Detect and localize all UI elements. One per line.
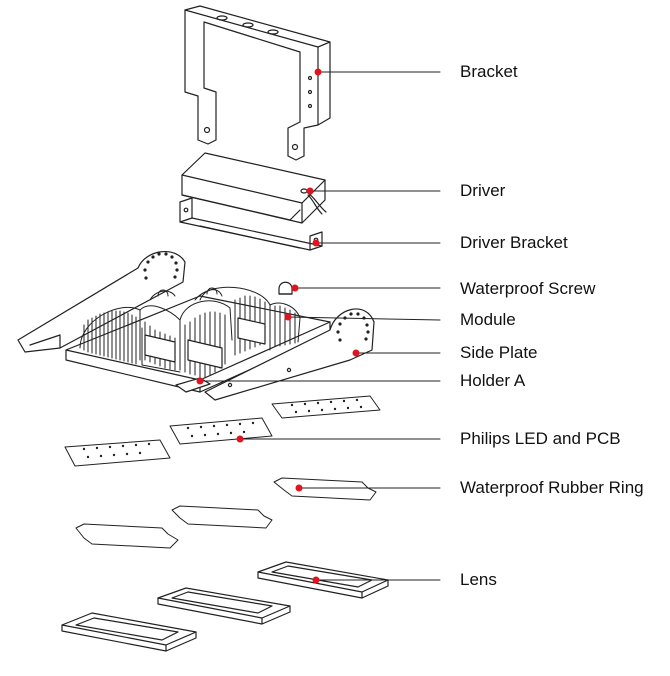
label-driver-bracket: Driver Bracket xyxy=(460,233,568,252)
label-holder-a: Holder A xyxy=(460,371,526,390)
rubber-ring-parts xyxy=(75,477,377,549)
marker-driver xyxy=(306,187,314,195)
label-waterproof-rubber-ring: Waterproof Rubber Ring xyxy=(460,478,644,497)
module-part xyxy=(65,286,331,393)
driver-part xyxy=(181,152,327,224)
label-driver: Driver xyxy=(460,181,506,200)
waterproof-screw-part xyxy=(278,281,293,295)
marker-driver-bracket xyxy=(312,239,320,247)
led-pcb-parts xyxy=(64,395,381,467)
marker-waterproof-screw xyxy=(291,284,299,292)
bracket-part xyxy=(184,5,331,161)
label-module: Module xyxy=(460,310,516,329)
marker-bracket xyxy=(314,68,322,76)
marker-rubber-ring xyxy=(295,484,303,492)
marker-dots xyxy=(196,68,360,584)
label-waterproof-screw: Waterproof Screw xyxy=(460,279,596,298)
leader-lines xyxy=(199,71,441,581)
driver-bracket-part xyxy=(179,197,323,251)
leader-module xyxy=(287,316,441,321)
label-bracket: Bracket xyxy=(460,62,518,81)
left-side-plate xyxy=(17,250,186,353)
label-philips-led-pcb: Philips LED and PCB xyxy=(460,429,621,448)
marker-holder-a xyxy=(196,377,204,385)
marker-module xyxy=(284,313,292,321)
label-side-plate: Side Plate xyxy=(460,343,538,362)
lens-parts xyxy=(61,561,389,652)
label-lens: Lens xyxy=(460,570,497,589)
marker-side-plate xyxy=(352,349,360,357)
marker-philips-led xyxy=(236,435,244,443)
marker-lens xyxy=(312,576,320,584)
